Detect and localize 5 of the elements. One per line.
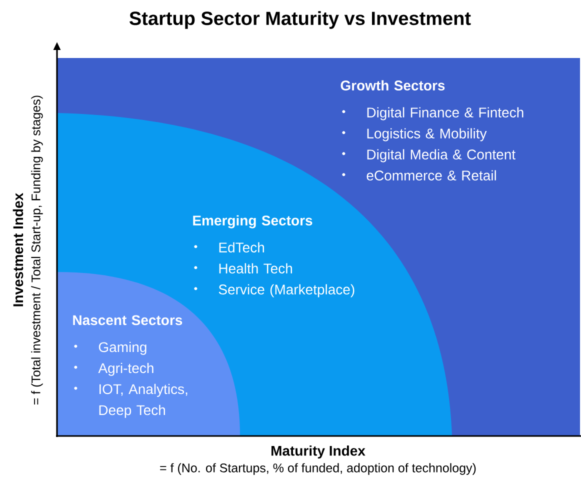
axis-subtitle: = f (No. of Startups, % of funded, adoption of technology) <box>160 463 476 475</box>
chart-title: Startup Sector Maturity vs Investment <box>130 11 471 29</box>
axis-subtitle: = f (Total investment / Total Start-up, Funding by stages) <box>31 96 43 404</box>
axis-title: Investment Index <box>12 192 24 306</box>
axis-title: Maturity Index <box>272 445 366 459</box>
